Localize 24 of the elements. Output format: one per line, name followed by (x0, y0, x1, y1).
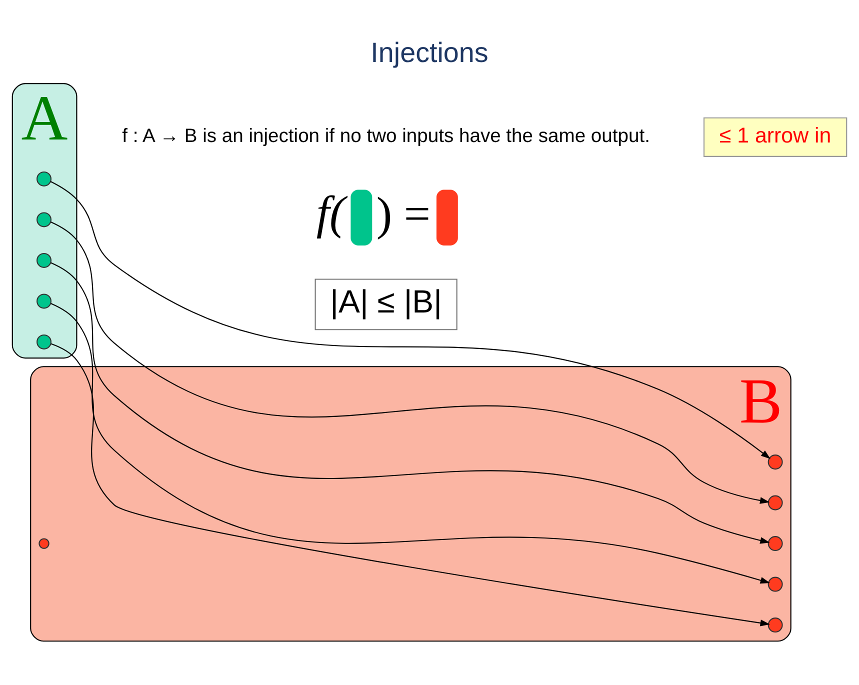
node-circle (36, 294, 52, 309)
node-circle (768, 536, 783, 552)
arrow (50, 222, 770, 504)
node-circle (38, 538, 50, 549)
node-circle (36, 334, 52, 350)
node-circle (768, 495, 783, 510)
label: f : A → B is an injection if no two inputs have the same output. (122, 126, 650, 147)
arrow (50, 262, 770, 544)
arrow (50, 343, 770, 626)
node-circle (36, 171, 52, 186)
cluster: A (12, 83, 78, 359)
node-circle (768, 576, 783, 592)
node-circle (768, 454, 783, 470)
node-circle (36, 252, 52, 268)
cluster: B (30, 366, 792, 642)
node-circle (36, 212, 52, 228)
label: ) = (376, 188, 431, 241)
node-box: |A| ≤ |B| (314, 278, 458, 330)
node-circle (768, 618, 783, 633)
label: f( (316, 188, 346, 240)
arrow (50, 181, 771, 460)
node-box: ≤ 1 arrow in (703, 117, 848, 157)
arrow (50, 302, 770, 584)
diagram-title: Injections (370, 36, 488, 68)
